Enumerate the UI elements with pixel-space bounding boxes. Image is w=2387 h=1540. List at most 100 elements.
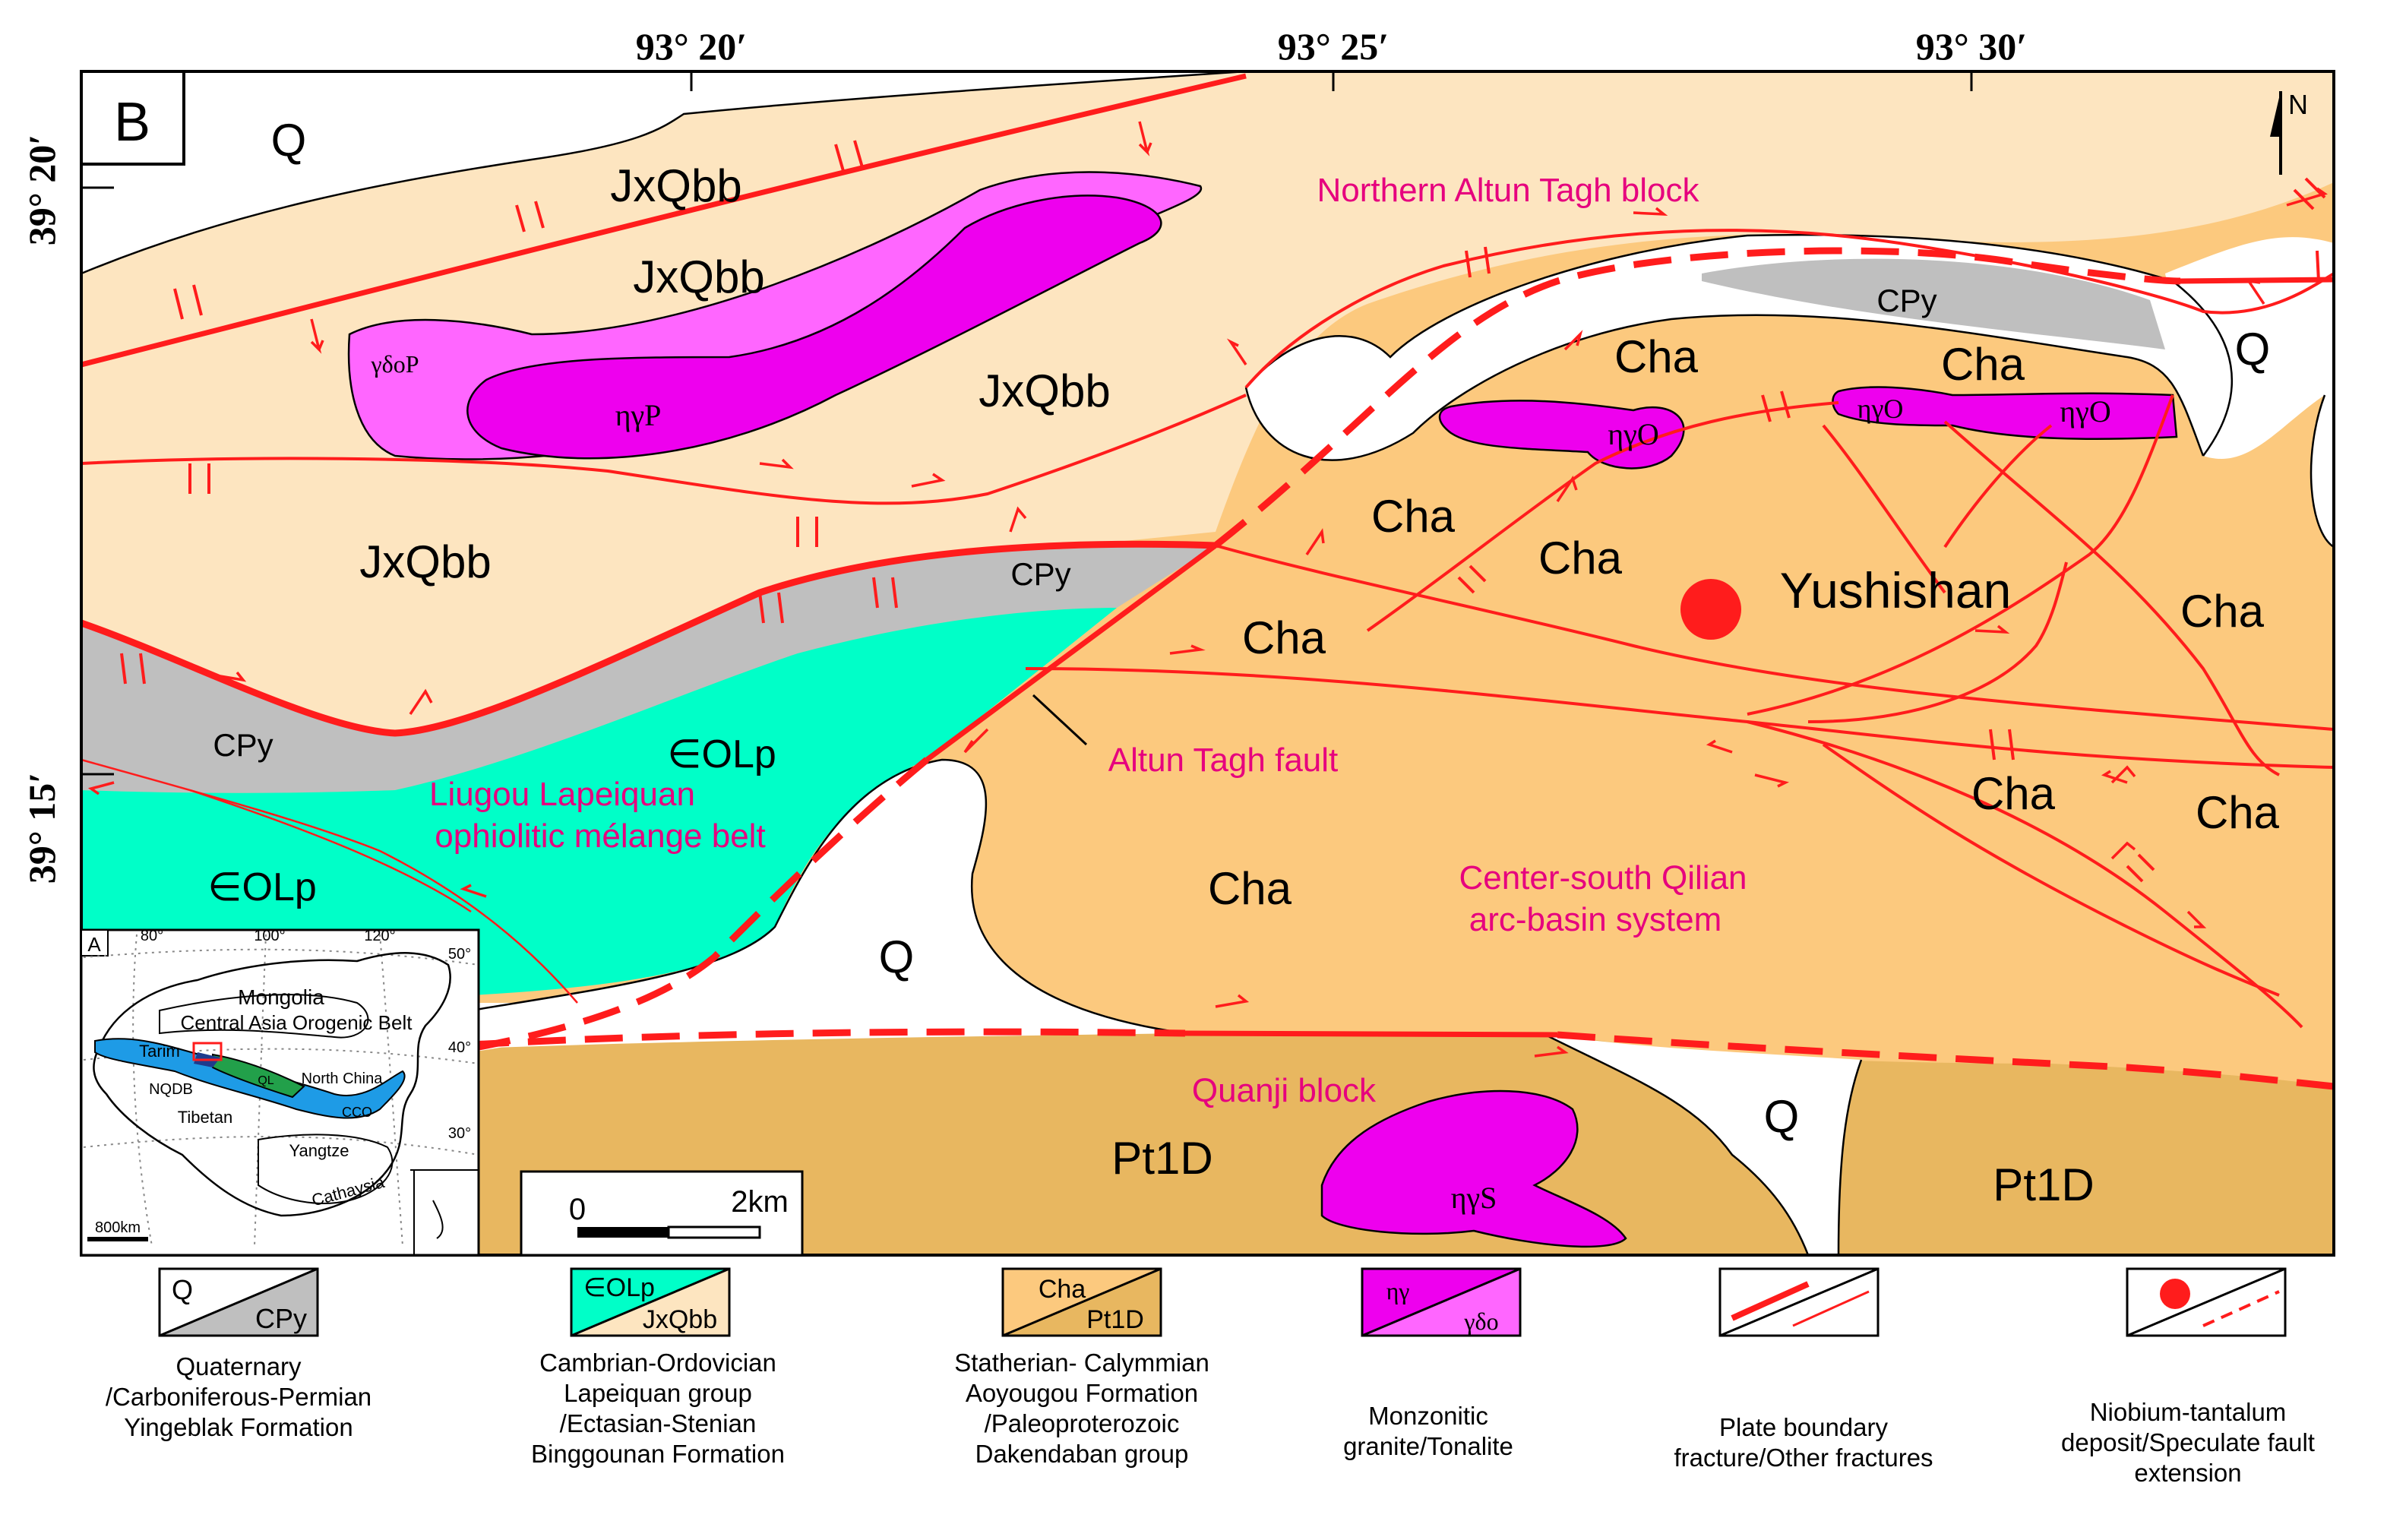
- fault-dash-altun: [470, 757, 929, 1052]
- niobium-tantalum-deposit: [1680, 579, 1741, 640]
- legend-2-top: ∈OLp: [583, 1273, 655, 1302]
- label-q-4: Q: [1764, 1091, 1800, 1142]
- legend-1-bottom: CPy: [255, 1303, 307, 1334]
- unit-olp: [81, 608, 1117, 1003]
- inset-tarim: Tarim: [139, 1042, 180, 1061]
- lon-label-2: 93° 25′: [1278, 25, 1390, 68]
- legend-deposit-icon: [2160, 1279, 2190, 1309]
- unit-labels: Q JxQbb JxQbb JxQbb JxQbb γδοP ηγP CPy C…: [207, 115, 2279, 1215]
- inset-lon-100: 100°: [254, 928, 285, 944]
- inset-lat-50: 50°: [448, 946, 471, 963]
- legend-5-line-2: fracture/Other fractures: [1674, 1444, 1933, 1472]
- inset-lon-80: 80°: [141, 928, 163, 944]
- coordinate-labels: 93° 20′ 93° 25′ 93° 30′ 39° 20′ 39° 15′: [21, 25, 2027, 884]
- lat-label-1: 39° 20′: [21, 134, 63, 246]
- legend-4-top: ηγ: [1386, 1277, 1410, 1304]
- legend-item-q-cpy: Q CPy Quaternary /Carboniferous-Permian …: [106, 1267, 371, 1441]
- label-cha-2: Cha: [1941, 339, 2025, 390]
- legend-3-line-2: Aoyougou Formation: [966, 1379, 1198, 1407]
- map-body: B N: [80, 70, 2335, 1257]
- legend-1-line-1: Quaternary: [175, 1352, 302, 1380]
- legend-3-top: Cha: [1039, 1275, 1086, 1304]
- legend-4-line-1: Monzonitic: [1368, 1402, 1488, 1430]
- unit-jxqbb: [81, 71, 2334, 760]
- legend-4-line-2: granite/Tonalite: [1343, 1432, 1513, 1460]
- intrusion-ngo-2: [1832, 386, 2178, 441]
- legend-3-line-1: Statherian- Calymmian: [954, 1349, 1209, 1377]
- inset-scale: 800km: [95, 1219, 141, 1236]
- label-pt1d-2: Pt1D: [1993, 1159, 2094, 1210]
- legend-item-cha-pt1d: Cha Pt1D Statherian- Calymmian Aoyougou …: [954, 1267, 1209, 1468]
- label-jxqbb-4: JxQbb: [359, 536, 491, 587]
- legend-2-line-4: Binggounan Formation: [531, 1440, 785, 1468]
- north-label: N: [2288, 89, 2308, 120]
- legend-2-line-2: Lapeiquan group: [564, 1379, 752, 1407]
- legend-3-line-3: /Paleoproterozoic: [985, 1409, 1180, 1437]
- legend: Q CPy Quaternary /Carboniferous-Permian …: [106, 1267, 2315, 1487]
- inset-lat-40: 40°: [448, 1039, 471, 1056]
- fault-plate-east: [2180, 277, 2335, 284]
- label-ngo-2: ηγO: [1857, 394, 1904, 424]
- inset-cco: CCO: [342, 1105, 372, 1120]
- fault-plate-northwest: [81, 73, 1247, 368]
- label-cha-8: Cha: [2196, 787, 2280, 838]
- label-liugou-2: ophiolitic mélange belt: [435, 817, 765, 855]
- region-labels: Northern Altun Tagh block Altun Tagh fau…: [429, 172, 2011, 1109]
- faults: [80, 73, 2335, 1090]
- label-northern-altun: Northern Altun Tagh block: [1317, 172, 1699, 209]
- label-cpy-3: CPy: [1876, 283, 1936, 318]
- intrusion-ngs: [1320, 1089, 1627, 1248]
- lon-label-3: 93° 30′: [1916, 25, 2028, 68]
- legend-item-olp-jxqbb: ∈OLp JxQbb Cambrian-Ordovician Lapeiquan…: [531, 1267, 785, 1468]
- inset-tibetan: Tibetan: [178, 1108, 233, 1127]
- inset-lat-30: 30°: [448, 1125, 471, 1142]
- label-cha-4: Cha: [1538, 533, 1623, 583]
- inset-nqdb: NQDB: [149, 1081, 193, 1098]
- unit-q-topleft: [81, 71, 1246, 274]
- scale-end: 2km: [731, 1185, 789, 1219]
- label-olp-2: ∈OLp: [207, 865, 317, 909]
- label-q-1: Q: [271, 115, 307, 166]
- legend-1-line-2: /Carboniferous-Permian: [106, 1383, 371, 1411]
- label-ngs: ηγS: [1451, 1181, 1497, 1215]
- inset-lon-120: 120°: [364, 928, 395, 944]
- scale-bar: 0 2km: [520, 1170, 804, 1257]
- label-jxqbb-3: JxQbb: [979, 365, 1110, 416]
- label-ngo-3: ηγO: [2060, 394, 2110, 428]
- legend-item-granite-tonalite: ηγ γδο Monzonitic granite/Tonalite: [1343, 1267, 1522, 1460]
- legend-6-line-2: deposit/Speculate fault: [2061, 1428, 2315, 1456]
- legend-item-fractures: Plate boundary fracture/Other fractures: [1674, 1267, 1933, 1472]
- fault-plate-cpy: [80, 540, 1216, 737]
- contacts: [81, 70, 2335, 1256]
- label-q-3: Q: [879, 931, 915, 982]
- fault-dash-south: [470, 1028, 1186, 1048]
- label-quanji: Quanji block: [1192, 1072, 1377, 1109]
- unit-q-lower: [1542, 1033, 1861, 1255]
- inset-caob: Central Asia Orogenic Belt: [181, 1011, 413, 1034]
- inset-ql: QL: [258, 1074, 273, 1087]
- label-cha-7: Cha: [1971, 768, 2056, 819]
- legend-2-bottom: JxQbb: [643, 1305, 717, 1334]
- label-cpy-1: CPy: [1010, 556, 1070, 592]
- legend-1-top: Q: [172, 1274, 193, 1305]
- label-cha-5: Cha: [1242, 612, 1326, 663]
- label-q-2: Q: [2235, 324, 2271, 375]
- panel-b-box: [80, 70, 185, 166]
- legend-6-line-1: Niobium-tantalum: [2090, 1398, 2287, 1426]
- label-pt1d-1: Pt1D: [1111, 1133, 1212, 1184]
- legend-6-line-3: extension: [2134, 1459, 2241, 1487]
- label-csq-2: arc-basin system: [1469, 901, 1722, 938]
- inset-mongolia: Mongolia: [238, 985, 324, 1009]
- legend-2-line-3: /Ectasian-Stenian: [560, 1409, 757, 1437]
- fault-dash-southeast: [1557, 1031, 2335, 1090]
- inset-label: A: [87, 933, 101, 956]
- label-jxqbb-2: JxQbb: [633, 251, 764, 302]
- unit-cpy-north: [1702, 258, 2165, 349]
- label-ngo-1: ηγO: [1608, 417, 1658, 451]
- fault-altun-tagh: [925, 543, 1218, 762]
- inset-yangtze: Yangtze: [289, 1141, 349, 1160]
- label-gdop: γδοP: [370, 350, 419, 378]
- panel-b-label: B: [114, 92, 150, 153]
- lat-label-2: 39° 15′: [21, 773, 63, 884]
